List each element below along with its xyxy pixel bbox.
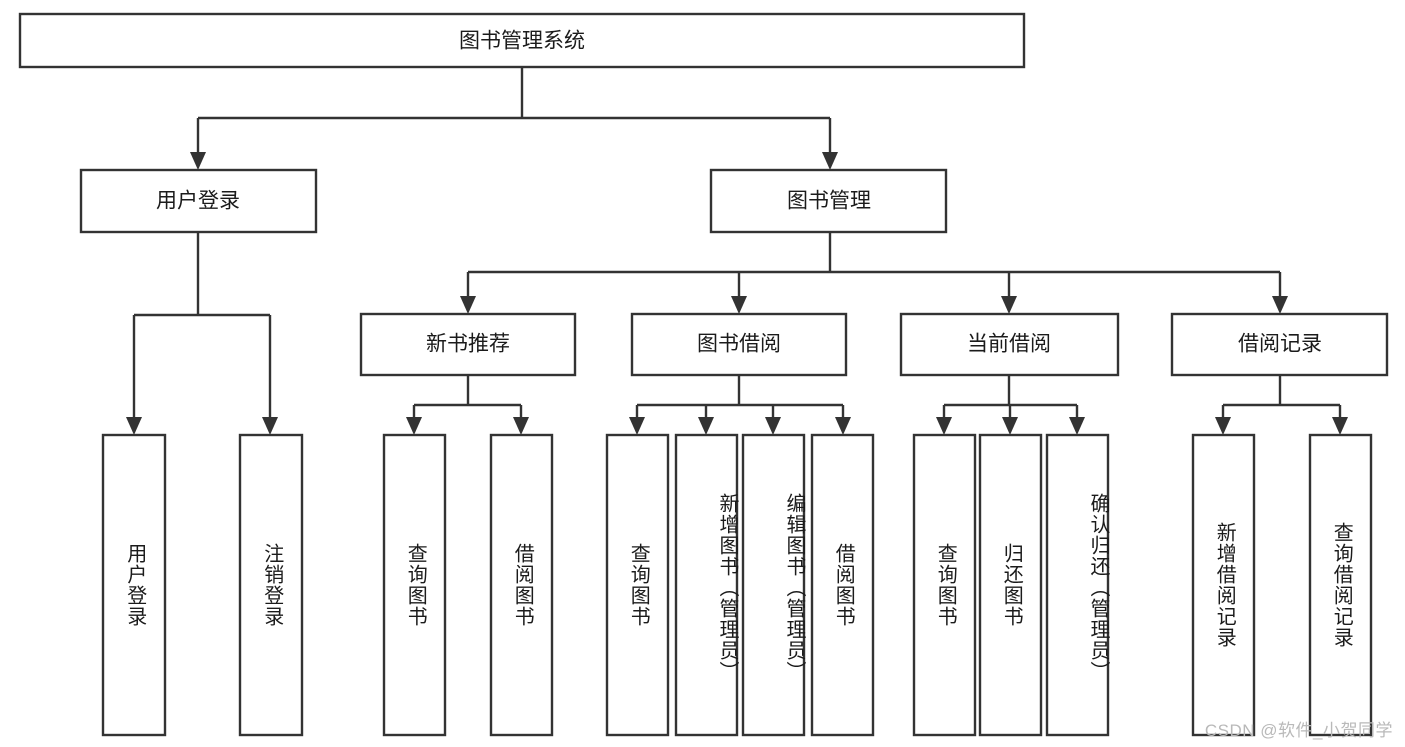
arrow-head-user-login (190, 152, 206, 170)
arrow-head-leaf-user-login (126, 417, 142, 435)
arrow-head-nb-leaf-1 (406, 417, 422, 435)
arrow-head-br-leaf-2 (1332, 417, 1348, 435)
node-book-borrow-label: 图书借阅 (697, 333, 781, 356)
arrow-head-bb-leaf-1 (629, 417, 645, 435)
node-current-borrow-label: 当前借阅 (967, 333, 1051, 356)
node-leaf-bb-edit-book-admin[interactable] (741, 433, 806, 737)
arrow-head-new-book-recommend (460, 296, 476, 314)
node-borrow-record[interactable] (1170, 312, 1389, 377)
node-leaf-bb-query-book[interactable] (605, 433, 670, 737)
node-new-book-recommend-label: 新书推荐 (426, 333, 510, 356)
node-borrow-record-label: 借阅记录 (1238, 333, 1322, 356)
node-leaf-br-add-record[interactable] (1191, 433, 1256, 737)
node-leaf-bb-add-book-admin[interactable] (674, 433, 739, 737)
arrow-head-leaf-logout (262, 417, 278, 435)
arrow-head-cb-leaf-3 (1069, 417, 1085, 435)
arrow-head-borrow-record (1272, 296, 1288, 314)
arrow-head-cb-leaf-1 (936, 417, 952, 435)
node-book-borrow[interactable] (630, 312, 848, 377)
node-root-book-management-system[interactable] (18, 12, 1026, 69)
arrow-head-book-borrow (731, 296, 747, 314)
node-leaf-bb-borrow-book[interactable] (810, 433, 875, 737)
arrow-head-bb-leaf-2 (698, 417, 714, 435)
connector-layer (126, 67, 1348, 435)
node-user-login[interactable] (79, 168, 318, 234)
node-layer: 图书管理系统 用户登录 图书管理 新书推荐 图书借阅 当前借阅 借阅记录 (18, 12, 1389, 737)
arrow-head-br-leaf-1 (1215, 417, 1231, 435)
arrow-head-bb-leaf-3 (765, 417, 781, 435)
arrow-head-nb-leaf-2 (513, 417, 529, 435)
node-leaf-nb-query-book[interactable] (382, 433, 447, 737)
node-user-login-label: 用户登录 (156, 190, 240, 213)
node-leaf-user-login[interactable] (101, 433, 167, 737)
arrow-head-current-borrow (1001, 296, 1017, 314)
node-current-borrow[interactable] (899, 312, 1120, 377)
node-root-label: 图书管理系统 (459, 30, 585, 53)
node-book-management-label: 图书管理 (787, 190, 871, 213)
node-leaf-cb-confirm-return-admin[interactable] (1045, 433, 1110, 737)
node-leaf-cb-return-book[interactable] (978, 433, 1043, 737)
arrow-head-book-manage (822, 152, 838, 170)
node-leaf-logout-login[interactable] (238, 433, 304, 737)
node-leaf-nb-borrow-book[interactable] (489, 433, 554, 737)
node-new-book-recommend[interactable] (359, 312, 577, 377)
arrow-head-cb-leaf-2 (1002, 417, 1018, 435)
node-book-management[interactable] (709, 168, 948, 234)
watermark-text: CSDN @软件_小贺同学 (1204, 721, 1393, 740)
node-leaf-br-query-record[interactable] (1308, 433, 1373, 737)
arrow-head-bb-leaf-4 (835, 417, 851, 435)
node-leaf-cb-query-book[interactable] (912, 433, 977, 737)
